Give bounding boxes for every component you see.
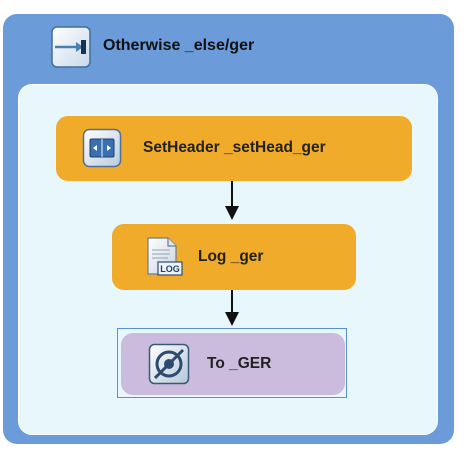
log-icon-text: LOG: [160, 264, 180, 274]
set-header-node[interactable]: SetHeader _setHead_ger: [56, 116, 412, 181]
log-label: Log _ger: [198, 248, 264, 265]
selection-outline: [117, 328, 347, 398]
log-icon: LOG: [144, 236, 184, 276]
otherwise-title: Otherwise _else/ger: [103, 37, 255, 54]
to-endpoint-node[interactable]: To _GER: [121, 333, 345, 395]
set-header-icon: [82, 128, 122, 168]
endpoint-icon: [148, 343, 190, 385]
otherwise-header[interactable]: Otherwise _else/ger: [3, 14, 454, 82]
connector-arrow-head: [225, 206, 239, 220]
connector-arrow-head: [225, 312, 239, 326]
otherwise-icon: [50, 25, 92, 69]
set-header-label: SetHeader _setHead_ger: [143, 139, 326, 156]
log-node[interactable]: LOG Log _ger: [112, 224, 356, 290]
to-endpoint-label: To _GER: [207, 355, 272, 372]
